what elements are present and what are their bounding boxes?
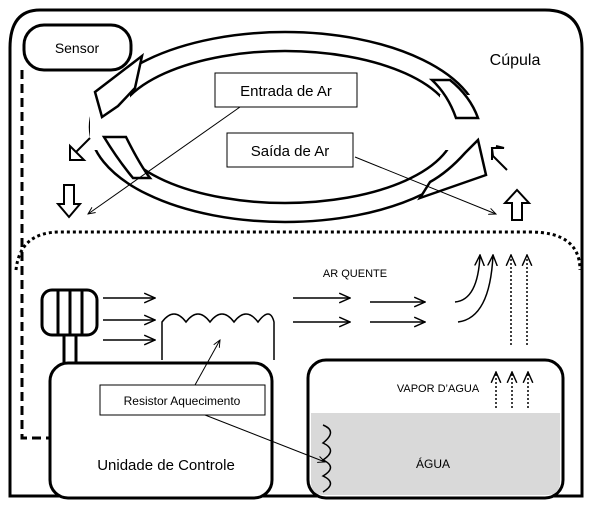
water-label: ÁGUA [416, 456, 450, 471]
circulation-arrow-left [93, 52, 144, 120]
heater-pointer-water [204, 414, 325, 462]
sensor-box [22, 23, 133, 72]
heater-coil-icon [161, 313, 275, 360]
circulation-tail-left [101, 135, 153, 180]
hot-air-arrows [293, 298, 425, 322]
circulation-arrow-right [417, 137, 488, 201]
air-out-label: Saída de Ar [251, 143, 329, 160]
dome-label: Cúpula [490, 52, 541, 69]
hollow-arrow-up-icon [502, 188, 532, 221]
sensor-label: Sensor [55, 40, 100, 56]
hollow-arrow-down-icon [55, 184, 83, 219]
circulation-tail-right [428, 78, 480, 120]
dome-border [8, 8, 584, 498]
sensor-wire [20, 70, 52, 440]
air-out-pointer [354, 156, 496, 214]
air-in-pointer [88, 106, 241, 214]
water-fill [311, 413, 560, 495]
fan-airflow-arrows [103, 298, 155, 340]
heater-label-box [99, 384, 266, 416]
hollow-arrow-icon [69, 137, 91, 161]
fan-icon [40, 288, 99, 365]
hot-air-label: AR QUENTE [323, 268, 387, 280]
air-in-box [214, 72, 358, 108]
vapor-arrows [496, 372, 528, 408]
air-out-box [226, 132, 354, 168]
vapor-label: VAPOR D’AGUA [397, 383, 480, 395]
heater-pointer-up [194, 340, 220, 386]
chamber-border [14, 230, 582, 271]
heater-label: Resistor Aquecimento [124, 394, 241, 408]
control-unit-label: Unidade de Controle [97, 457, 235, 474]
hollow-arrow-diag-icon [490, 145, 508, 171]
air-in-label: Entrada de Ar [240, 83, 332, 100]
control-unit-box [48, 361, 274, 500]
rising-air-arrows [454, 255, 527, 345]
